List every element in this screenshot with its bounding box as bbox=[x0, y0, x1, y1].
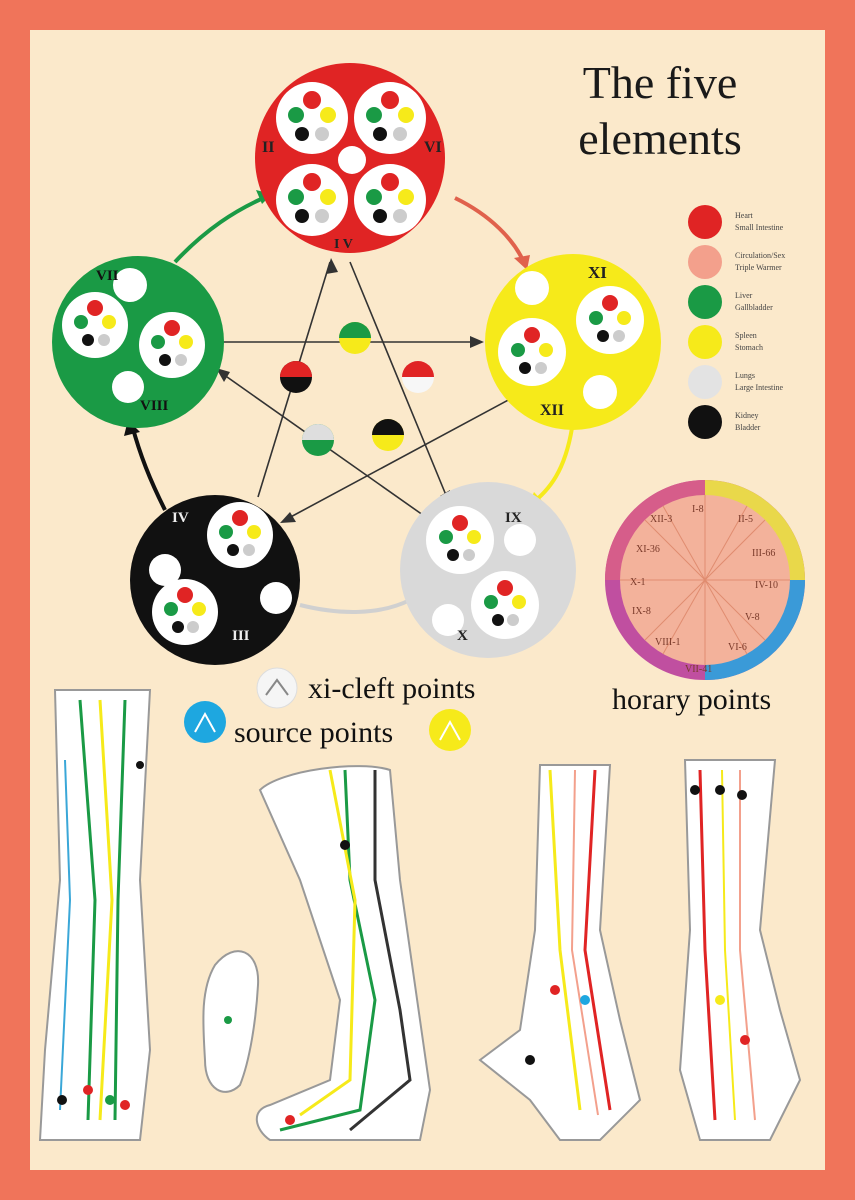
token-earth-wood bbox=[339, 322, 371, 354]
horary-xii3: XII-3 bbox=[650, 514, 672, 525]
legend-large-intestine: Large Intestine bbox=[735, 383, 784, 392]
legend-bladder: Bladder bbox=[735, 423, 761, 432]
meridian-legend: Heart Small Intestine Circulation/Sex Tr… bbox=[688, 205, 785, 439]
wood-roman-top: VII bbox=[96, 268, 119, 284]
legend-stomach: Stomach bbox=[735, 343, 763, 352]
leg-side-illustration bbox=[255, 765, 432, 1141]
horary-xi36: XI-36 bbox=[636, 544, 660, 555]
horary-v8: V-8 bbox=[745, 612, 760, 623]
arrow-metal-to-water bbox=[299, 598, 411, 614]
source-marker-blue bbox=[184, 701, 226, 743]
horary-points-label: horary points bbox=[612, 683, 772, 716]
wood-roman-bottom: VIII bbox=[140, 398, 169, 414]
source-marker-yellow bbox=[429, 709, 471, 751]
pentagram-tokens bbox=[280, 322, 434, 456]
legend-spleen: Spleen bbox=[735, 331, 757, 340]
horary-ii5: II-5 bbox=[738, 514, 753, 525]
xi-cleft-marker bbox=[256, 667, 298, 709]
horary-ix8: IX-8 bbox=[632, 606, 651, 617]
leg-front-illustration bbox=[38, 689, 152, 1141]
arrow-water-to-wood bbox=[130, 424, 167, 511]
fire-roman-bottom: I V bbox=[334, 237, 353, 252]
fire-roman-right: VI bbox=[424, 139, 442, 156]
page-title: The five elements bbox=[540, 55, 780, 167]
token-fire-metal bbox=[402, 361, 434, 393]
earth-roman-bottom: XII bbox=[540, 402, 564, 419]
arm-back-illustration bbox=[678, 759, 802, 1141]
horary-i8: I-8 bbox=[692, 504, 704, 515]
horary-iii66: III-66 bbox=[752, 548, 775, 559]
metal-roman-top: IX bbox=[505, 510, 522, 526]
horary-x1: X-1 bbox=[630, 577, 646, 588]
legend-heart: Heart bbox=[735, 211, 754, 220]
fire-dots bbox=[288, 91, 414, 223]
legend-small-intestine: Small Intestine bbox=[735, 223, 784, 232]
legend-triple-warmer: Triple Warmer bbox=[735, 263, 782, 272]
title-line-1: The five bbox=[582, 57, 738, 108]
water-roman-top: IV bbox=[172, 510, 189, 526]
horary-viii1: VIII-1 bbox=[655, 637, 681, 648]
foot-sole-illustration bbox=[202, 950, 260, 1093]
element-wood: VII VIII bbox=[52, 256, 224, 428]
arrow-wood-to-fire bbox=[173, 194, 269, 264]
xi-cleft-label: xi-cleft points bbox=[308, 672, 476, 705]
horary-vi6: VI-6 bbox=[728, 642, 747, 653]
token-metal-wood bbox=[302, 424, 334, 456]
horary-wheel: II-5 III-66 IV-10 V-8 VI-6 VII-41 VIII-1… bbox=[605, 480, 805, 680]
metal-roman-bottom: X bbox=[457, 628, 468, 644]
element-fire: II VI I V bbox=[255, 63, 445, 253]
element-metal: IX X bbox=[400, 482, 576, 658]
legend-circulation: Circulation/Sex bbox=[735, 251, 785, 260]
title-line-2: elements bbox=[578, 113, 742, 164]
horary-iv10: IV-10 bbox=[755, 580, 778, 591]
legend-kidney: Kidney bbox=[735, 411, 759, 420]
element-water: IV III bbox=[130, 495, 300, 665]
legend-gallbladder: Gallbladder bbox=[735, 303, 773, 312]
horary-vii41: VII-41 bbox=[685, 664, 712, 675]
water-roman-bottom: III bbox=[232, 628, 250, 644]
fire-inner-disks bbox=[276, 82, 426, 236]
legend-liver: Liver bbox=[735, 291, 753, 300]
token-water-earth bbox=[372, 419, 404, 451]
fire-roman-left: II bbox=[262, 139, 274, 156]
element-earth: XI XII bbox=[485, 254, 661, 430]
arm-front-illustration bbox=[478, 764, 642, 1141]
earth-roman-top: XI bbox=[588, 263, 607, 282]
legend-lungs: Lungs bbox=[735, 371, 755, 380]
source-points-label: source points bbox=[234, 716, 394, 749]
token-water-fire bbox=[280, 361, 312, 393]
